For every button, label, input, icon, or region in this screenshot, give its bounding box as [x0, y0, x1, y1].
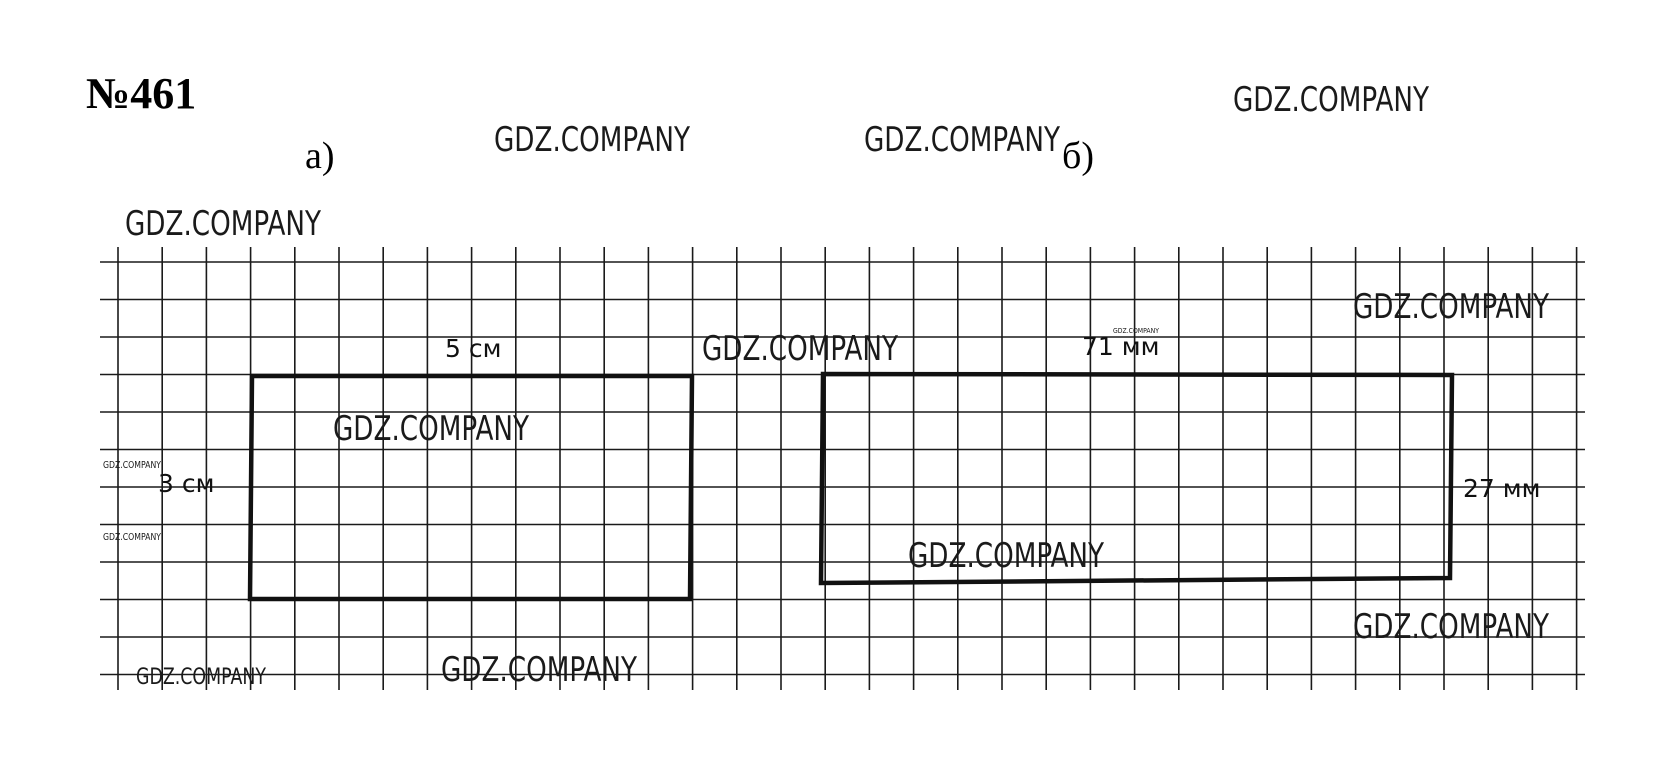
- rect-b-height-label: 27 мм: [1463, 474, 1540, 503]
- watermark: GDZ.COMPANY: [702, 329, 898, 369]
- rect-b-width-label: 71 мм: [1082, 332, 1159, 361]
- problem-number: №461: [86, 69, 196, 118]
- part-a-label: а): [305, 135, 335, 177]
- watermark: GDZ.COMPANY: [494, 120, 690, 160]
- watermark: GDZ.COMPANY: [1233, 80, 1429, 120]
- watermark: GDZ.COMPANY: [103, 460, 162, 471]
- watermark: GDZ.COMPANY: [441, 650, 637, 690]
- watermark: GDZ.COMPANY: [1353, 287, 1549, 327]
- watermark: GDZ.COMPANY: [1353, 607, 1549, 647]
- part-b-label: б): [1062, 135, 1094, 177]
- watermark: GDZ.COMPANY: [136, 665, 266, 690]
- watermark: GDZ.COMPANY: [864, 120, 1060, 160]
- watermark: GDZ.COMPANY: [103, 532, 162, 543]
- rect-a-height-label: 3 см: [158, 469, 214, 498]
- watermark: GDZ.COMPANY: [125, 204, 321, 244]
- rectangle-a: [247, 373, 695, 602]
- watermark: GDZ.COMPANY: [1113, 327, 1160, 335]
- rectangle-b: [818, 371, 1455, 586]
- rect-a-width-label: 5 см: [445, 334, 501, 363]
- watermark: GDZ.COMPANY: [908, 536, 1104, 576]
- watermark: GDZ.COMPANY: [333, 409, 529, 449]
